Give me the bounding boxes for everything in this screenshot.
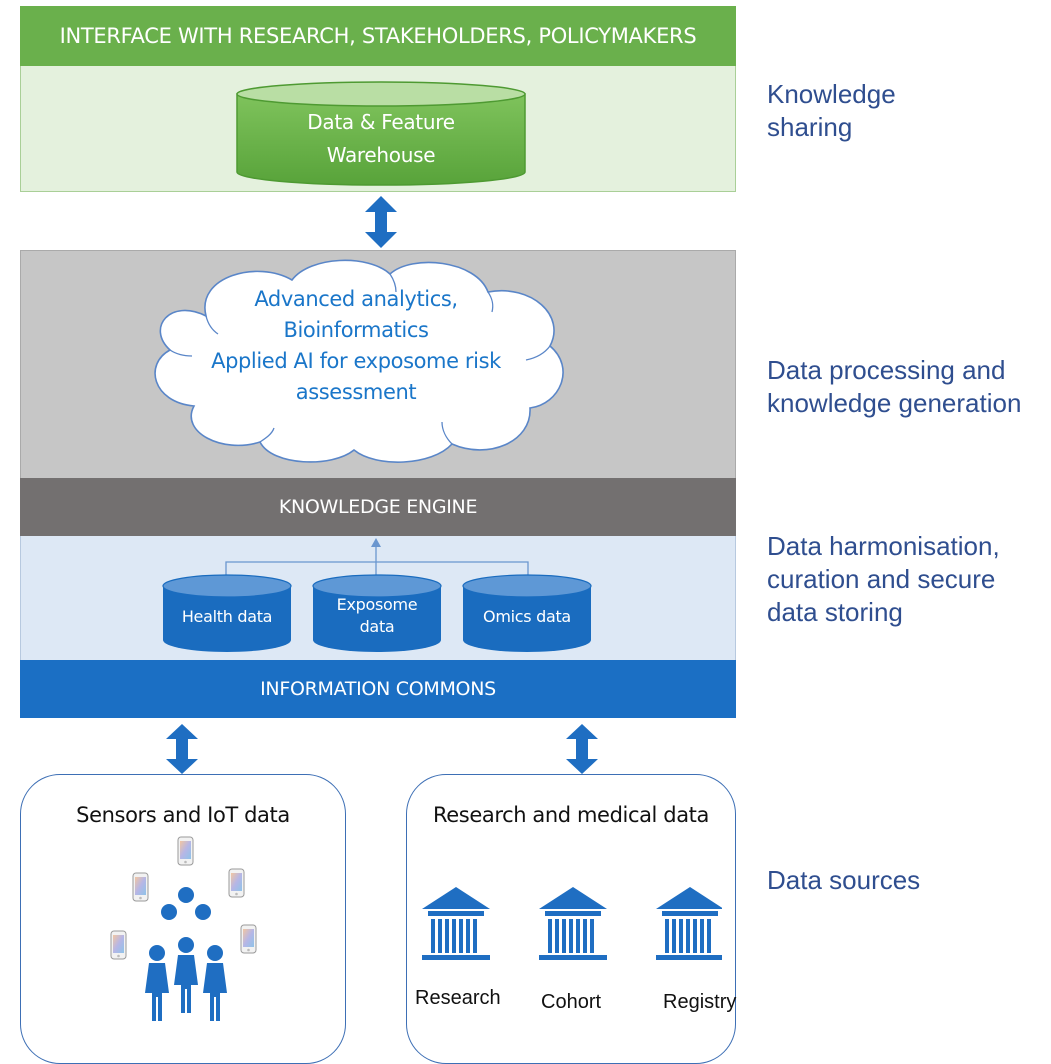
institution-icons (422, 887, 722, 960)
smartphone-icon (228, 868, 245, 898)
exposome-data-db: Exposome data (312, 574, 442, 654)
data-feature-warehouse: Data & Feature Warehouse (235, 80, 527, 187)
label-knowledge-sharing-line-2: sharing (767, 112, 853, 142)
cloud-line-4: assessment (295, 380, 417, 404)
arrowhead-icon (371, 538, 381, 547)
label-knowledge-sharing: Knowledge sharing (767, 78, 896, 144)
person-icon (145, 945, 169, 1021)
double-arrow-icon (166, 724, 198, 774)
label-data-harmonisation: Data harmonisation, curation and secure … (767, 530, 1000, 629)
database-cylinder-shape (462, 574, 592, 652)
label-data-harmonisation-line-3: data storing (767, 597, 903, 627)
institution-label-cohort: Cohort (541, 991, 602, 1013)
research-medical-title: Research and medical data (433, 803, 709, 827)
cloud-shape (154, 259, 564, 463)
warehouse-cylinder-shape (236, 81, 526, 186)
smartphone-icon (132, 872, 149, 902)
sensors-iot-box: Sensors and IoT data (20, 774, 346, 1064)
information-commons-title: INFORMATION COMMONS (260, 678, 496, 700)
exposome-data-label-line-2: data (359, 617, 395, 636)
exposome-data-label-line-1: Exposome (336, 595, 418, 614)
interface-band-title: INTERFACE WITH RESEARCH, STAKEHOLDERS, P… (59, 24, 697, 48)
cloud-line-2: Bioinformatics (283, 318, 429, 342)
db-connector-lines (225, 538, 529, 580)
label-data-sources-line-1: Data sources (767, 865, 921, 895)
knowledge-engine-title: KNOWLEDGE ENGINE (278, 496, 478, 518)
cloud-line-1: Advanced analytics, (254, 287, 458, 311)
information-commons-band: INFORMATION COMMONS (20, 660, 736, 718)
label-data-processing-line-2: knowledge generation (767, 388, 1022, 418)
smartphone-icon (240, 924, 257, 954)
database-cylinder-shape (162, 574, 292, 652)
person-icon (195, 904, 211, 920)
omics-data-db: Omics data (462, 574, 592, 654)
double-arrow-icon (365, 196, 397, 248)
double-arrow-icon (566, 724, 598, 774)
label-data-processing: Data processing and knowledge generation (767, 354, 1021, 420)
smartphone-icon (177, 836, 194, 866)
health-data-label: Health data (181, 607, 273, 626)
health-data-db: Health data (162, 574, 292, 654)
analytics-cloud: Advanced analytics, Bioinformatics Appli… (140, 254, 572, 468)
warehouse-label-line-1: Data & Feature (307, 110, 455, 134)
person-icon (203, 945, 227, 1021)
person-icon (161, 904, 177, 920)
institution-label-research: Research (415, 987, 501, 1009)
label-knowledge-sharing-line-1: Knowledge (767, 79, 896, 109)
interface-band: INTERFACE WITH RESEARCH, STAKEHOLDERS, P… (20, 6, 736, 66)
institution-icon (422, 887, 490, 960)
iot-people-illustration (110, 836, 257, 1021)
label-data-processing-line-1: Data processing and (767, 355, 1006, 385)
person-icon (174, 937, 198, 1013)
database-cylinder-shape (312, 574, 442, 652)
institution-icon (656, 887, 722, 960)
person-icon (178, 887, 194, 903)
knowledge-engine-band: KNOWLEDGE ENGINE (20, 478, 736, 536)
label-data-harmonisation-line-1: Data harmonisation, (767, 531, 1000, 561)
institution-icon (539, 887, 607, 960)
sensors-iot-title: Sensors and IoT data (76, 803, 290, 827)
smartphone-icon (110, 930, 127, 960)
institution-label-registry: Registry (663, 991, 737, 1013)
cloud-line-3: Applied AI for exposome risk (211, 349, 501, 373)
label-data-harmonisation-line-2: curation and secure (767, 564, 996, 594)
research-medical-box: Research and medical data Research Cohor… (406, 774, 736, 1064)
omics-data-label: Omics data (483, 607, 571, 626)
warehouse-label-line-2: Warehouse (326, 143, 436, 167)
label-data-sources: Data sources (767, 864, 920, 897)
